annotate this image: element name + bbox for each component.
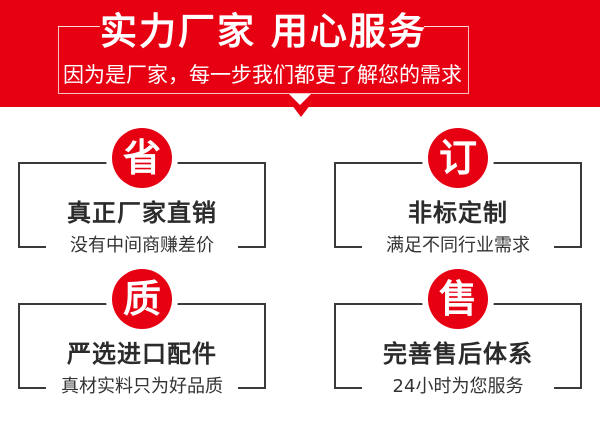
save-badge-icon: 省 [112, 128, 172, 188]
header-banner [0, 0, 600, 107]
feature-card-customization: 订 非标定制 满足不同行业需求 [334, 128, 582, 256]
feature-card-direct-sales: 省 真正厂家直销 没有中间商赚差价 [18, 128, 266, 256]
banner-title: 实力厂家 用心服务 [100, 10, 427, 53]
after-sales-badge-icon: 售 [428, 269, 488, 329]
banner-frame-line-left [58, 26, 100, 27]
card-subtitle: 没有中间商赚差价 [18, 234, 266, 258]
card-subtitle: 真材实料只为好品质 [18, 375, 266, 399]
banner-subtitle: 因为是厂家，每一步我们都更了解您的需求 [63, 63, 462, 87]
order-badge-icon: 订 [428, 128, 488, 188]
card-title: 非标定制 [408, 199, 508, 227]
feature-card-after-sales: 售 完善售后体系 24小时为您服务 [334, 269, 582, 397]
card-subtitle: 24小时为您服务 [334, 375, 582, 399]
card-title: 严选进口配件 [67, 340, 217, 368]
feature-card-quality: 质 严选进口配件 真材实料只为好品质 [18, 269, 266, 397]
card-title: 真正厂家直销 [67, 199, 217, 227]
banner-notch-icon [289, 94, 311, 105]
banner-frame [58, 26, 469, 94]
card-subtitle: 满足不同行业需求 [334, 234, 582, 258]
banner-frame-line-right [424, 26, 468, 27]
card-title: 完善售后体系 [383, 340, 533, 368]
quality-badge-icon: 质 [112, 269, 172, 329]
